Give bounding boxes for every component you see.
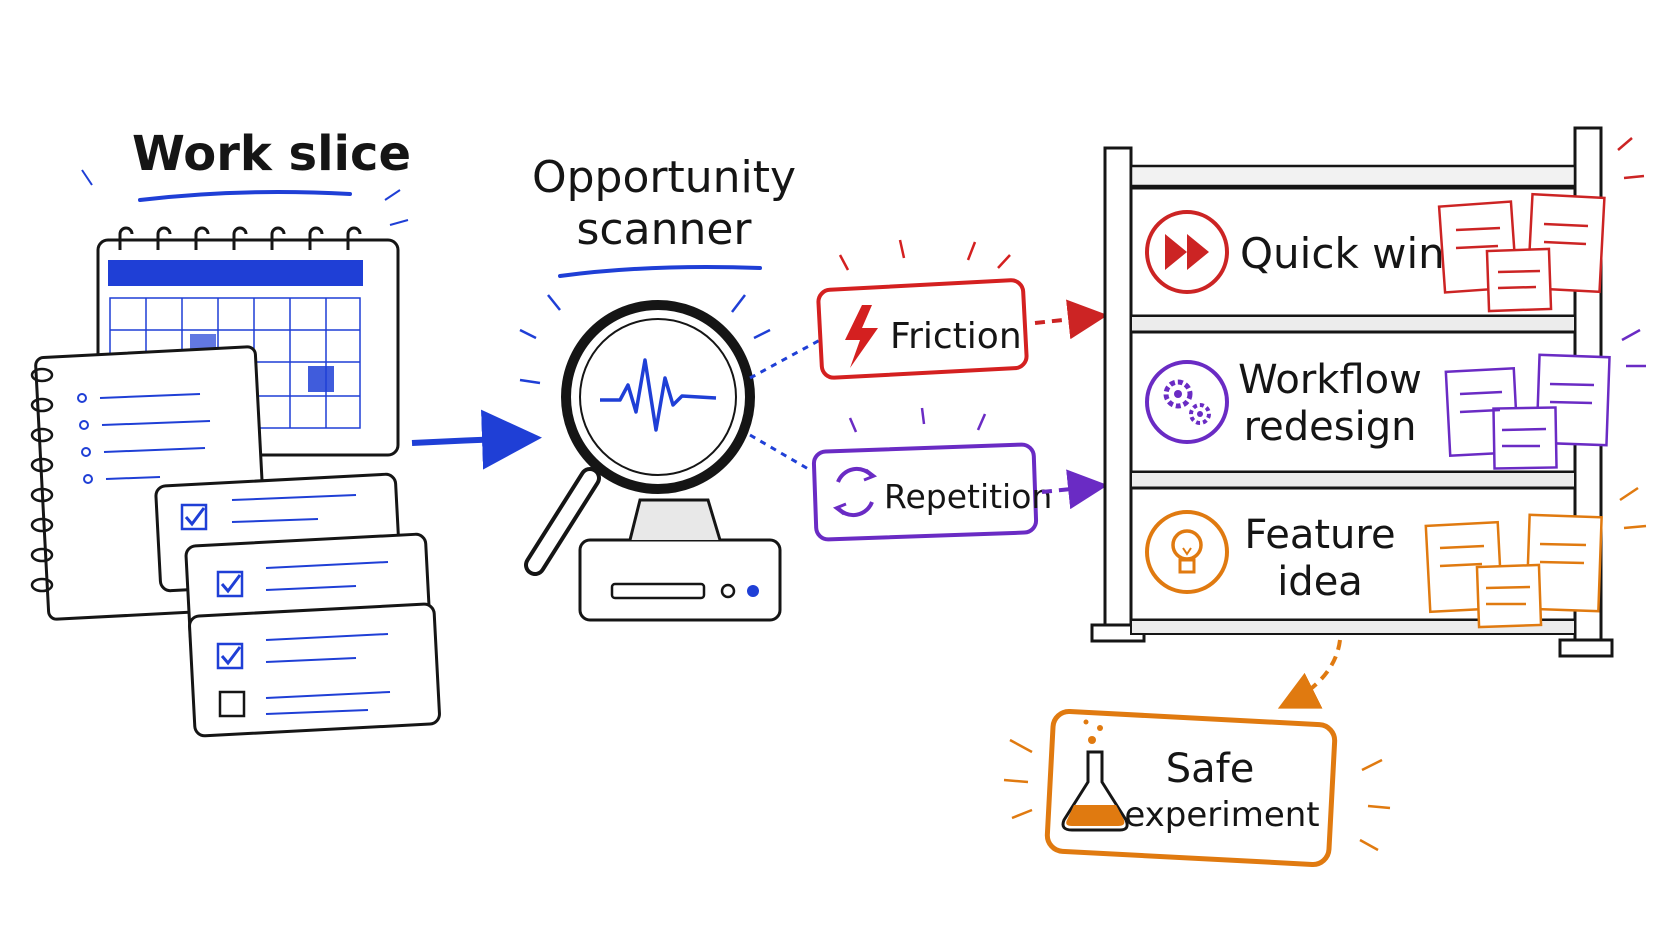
emphasis-strokes xyxy=(81,169,409,226)
row-workflow-line2: redesign xyxy=(1244,404,1417,450)
gears-icon xyxy=(1145,360,1229,444)
sticky-notes-purple xyxy=(1444,353,1611,470)
row-feature-line1: Feature xyxy=(1244,512,1395,558)
lightbulb-icon xyxy=(1145,510,1229,594)
row-workflow-line1: Workflow xyxy=(1238,357,1422,403)
work-slice-group: Work slice xyxy=(30,126,441,738)
arrow-repetition-to-board xyxy=(1041,469,1108,510)
board-row-workflow-redesign: Workflow redesign xyxy=(1129,330,1611,489)
scanner-title-line1: Opportunity xyxy=(532,152,796,203)
signal-repetition-label: Repetition xyxy=(884,477,1052,516)
experiment-line2: experiment xyxy=(1124,795,1319,835)
board-row-feature-idea: Feature idea xyxy=(1129,486,1603,635)
board-row-quick-win: Quick win xyxy=(1129,186,1606,333)
flask-icon xyxy=(1061,719,1129,832)
connector-scanner-friction xyxy=(749,338,821,380)
work-slice-underline xyxy=(138,190,352,202)
scanner-group: Opportunity scanner xyxy=(519,152,796,622)
signal-repetition: Repetition xyxy=(811,407,1052,542)
row-feature-line2: idea xyxy=(1277,559,1363,605)
scanner-underline xyxy=(558,265,762,278)
board-emphasis-strokes xyxy=(1617,137,1645,180)
checklist-cards xyxy=(154,472,441,738)
cycle-arrows-icon xyxy=(832,466,878,518)
lightning-bolt-icon xyxy=(845,305,878,368)
scanner-rays xyxy=(519,294,771,385)
connector-scanner-repetition xyxy=(749,433,811,472)
safe-experiment-card: Safe experiment xyxy=(1003,709,1391,867)
scanner-device xyxy=(578,498,782,622)
signal-friction: Friction xyxy=(816,239,1029,380)
sticky-notes-orange xyxy=(1424,513,1603,629)
scanner-title-line2: scanner xyxy=(576,204,752,255)
opportunity-board: Quick win Workflow redesign xyxy=(1090,126,1647,658)
signal-friction-label: Friction xyxy=(890,316,1022,357)
fast-forward-icon xyxy=(1145,210,1229,294)
magnifier-icon xyxy=(524,300,755,576)
arrow-work-to-scanner xyxy=(411,409,542,470)
work-slice-title: Work slice xyxy=(132,126,411,182)
experiment-line1: Safe xyxy=(1166,746,1255,792)
sticky-notes-red xyxy=(1437,192,1606,313)
waveform-signal xyxy=(600,358,717,432)
arrow-board-to-experiment xyxy=(1277,639,1342,709)
row-quick-win-label: Quick win xyxy=(1240,229,1445,278)
arrow-friction-to-board xyxy=(1034,299,1108,340)
